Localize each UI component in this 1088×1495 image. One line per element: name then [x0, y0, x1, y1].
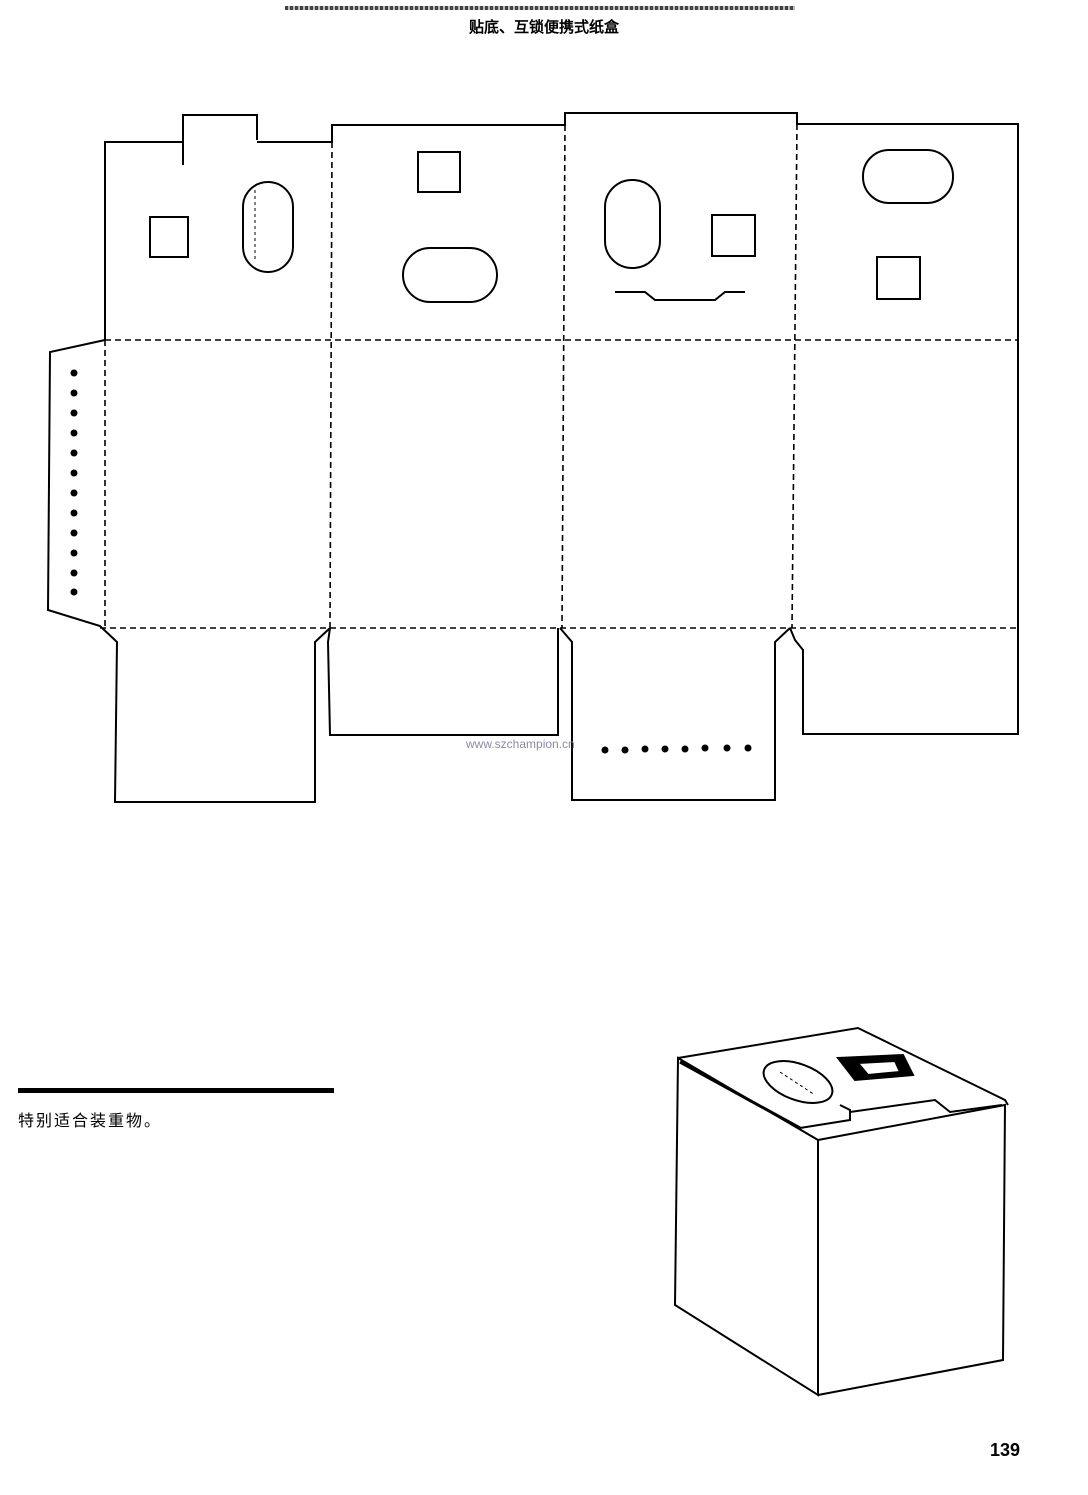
dieline-outline: [46, 112, 1019, 803]
lock-slit: [615, 291, 745, 301]
square-cutout: [417, 151, 461, 193]
fold-lines: [100, 123, 1018, 629]
caption-rule: [18, 1088, 334, 1093]
handle-slot-cutout: [242, 181, 294, 273]
assembled-box-illustration: [673, 1026, 1009, 1397]
square-cutout: [876, 256, 921, 300]
page-number: 139: [990, 1440, 1021, 1460]
caption-text: 特别适合装重物。: [18, 1111, 163, 1130]
handle-slot-cutout: [862, 149, 954, 204]
page-title: 贴底、互锁便携式纸盒: [468, 18, 619, 36]
handle-slot-cutout: [402, 247, 498, 303]
header-rule: [285, 6, 795, 10]
square-cutout: [711, 214, 756, 257]
watermark: www.szchampion.cn: [466, 737, 575, 751]
handle-slot-cutout: [604, 179, 661, 269]
glue-dots: [70, 369, 752, 754]
square-cutout: [149, 216, 189, 258]
